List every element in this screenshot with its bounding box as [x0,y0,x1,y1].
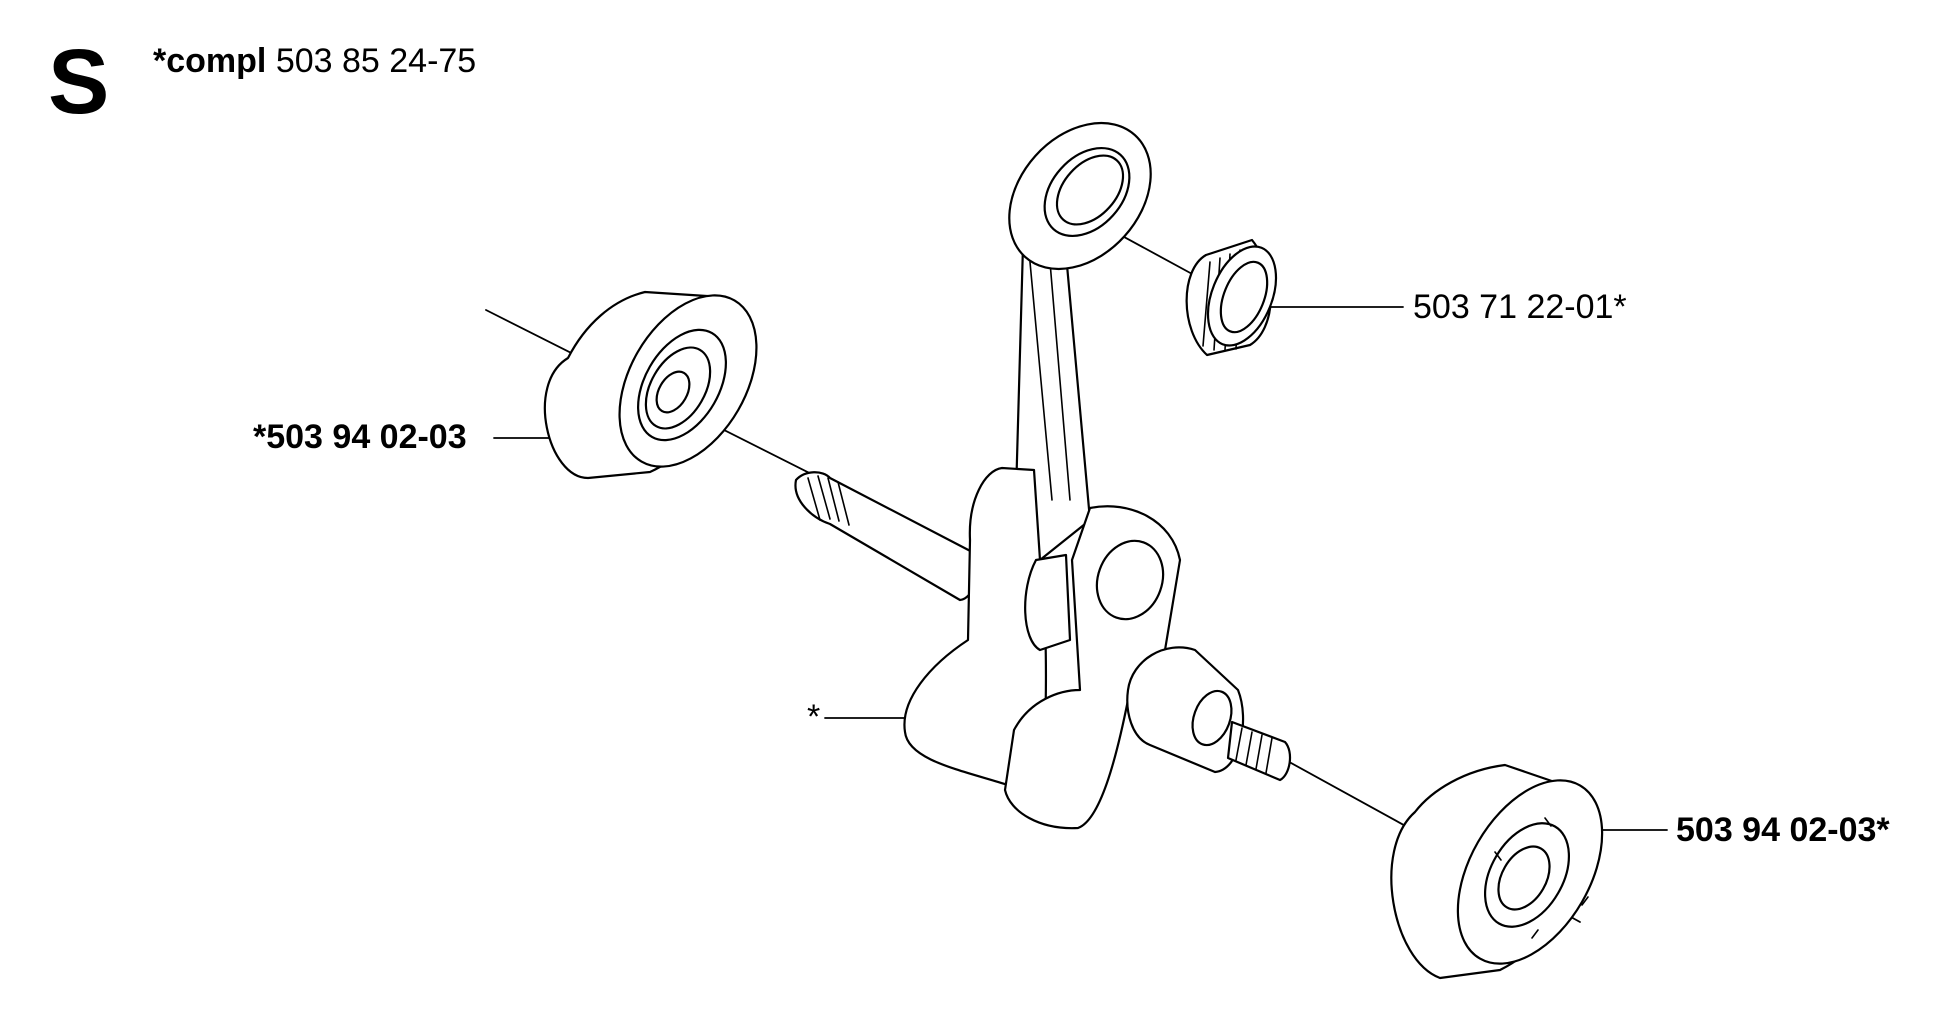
compl-heading: *compl 503 85 24-75 [153,44,476,78]
needle-bearing [1185,238,1278,357]
compl-part-number: 503 85 24-75 [275,42,477,80]
section-letter: S [48,31,110,133]
left-bearing-part-number: *503 94 02-03 [253,418,467,456]
needle-bearing-part-number: 503 71 22-01* [1413,288,1627,326]
compl-keyword: *compl [153,42,267,80]
right-bearing-part-number: 503 94 02-03* [1676,811,1890,849]
crankshaft-left-stub [794,471,982,602]
crankshaft-webs [903,466,1182,830]
ball-bearing-right [1390,763,1604,980]
crankshaft-right-stub [1126,646,1292,782]
crankshaft-marker: * [807,698,821,736]
ball-bearing-left [543,290,758,480]
